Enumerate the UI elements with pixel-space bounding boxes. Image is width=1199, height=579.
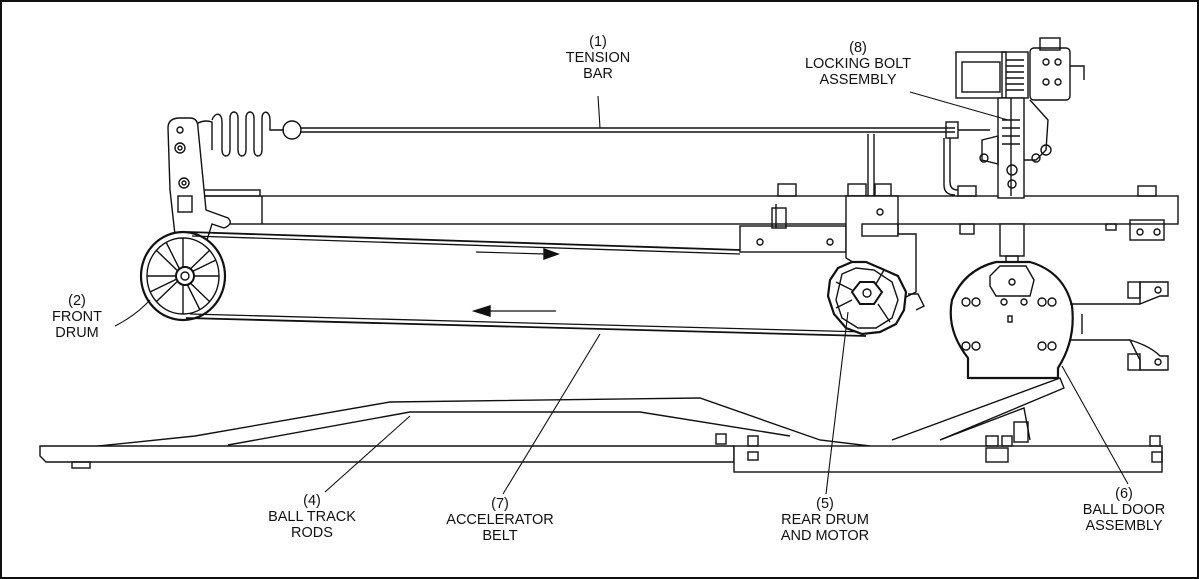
label-line: ASSEMBLY xyxy=(1085,518,1163,534)
ball-door-assembly xyxy=(949,260,1169,380)
label-line: ACCELERATOR xyxy=(446,512,554,528)
tension-spring xyxy=(189,111,284,157)
label-tension-bar: (1) TENSION BAR xyxy=(553,34,643,82)
locking-bolt-assembly xyxy=(955,37,1085,265)
label-number: (1) xyxy=(589,34,607,50)
label-accelerator-belt: (7) ACCELERATOR BELT xyxy=(430,496,570,544)
label-line: BALL TRACK xyxy=(268,509,356,525)
label-line: DRUM xyxy=(55,325,99,341)
label-line: REAR DRUM xyxy=(781,512,869,528)
main-frame-bar xyxy=(177,183,1179,241)
label-front-drum: (2) FRONT DRUM xyxy=(44,293,110,341)
base-platform xyxy=(39,421,1163,473)
label-number: (7) xyxy=(491,496,509,512)
label-line: LOCKING BOLT xyxy=(804,56,912,72)
label-line: BELT xyxy=(482,528,518,544)
label-locking-bolt-assembly: (8) LOCKING BOLT ASSEMBLY xyxy=(788,40,928,88)
front-drum xyxy=(139,230,227,322)
leader-lines xyxy=(114,91,1129,495)
label-ball-door-assembly: (6) BALL DOOR ASSEMBLY xyxy=(1064,486,1184,534)
label-number: (2) xyxy=(68,293,86,309)
front-drum-arm xyxy=(167,117,231,263)
tension-bar xyxy=(282,120,990,196)
label-number: (4) xyxy=(303,493,321,509)
label-line: BAR xyxy=(583,66,613,82)
label-ball-track-rods: (4) BALL TRACK RODS xyxy=(252,493,372,541)
label-number: (5) xyxy=(816,496,834,512)
label-line: TENSION xyxy=(565,50,631,66)
label-line: ASSEMBLY xyxy=(819,72,897,88)
label-rear-drum-and-motor: (5) REAR DRUM AND MOTOR xyxy=(760,496,890,544)
tensioner-block xyxy=(739,204,847,253)
accelerator-belt xyxy=(185,231,867,337)
label-number: (8) xyxy=(849,40,867,56)
label-line: RODS xyxy=(291,525,333,541)
ball-track-rods xyxy=(39,377,1065,453)
belt-direction-arrows xyxy=(471,248,561,317)
label-line: FRONT xyxy=(52,309,102,325)
label-line: BALL DOOR xyxy=(1082,502,1166,518)
label-line: AND MOTOR xyxy=(780,528,870,544)
label-number: (6) xyxy=(1115,486,1133,502)
